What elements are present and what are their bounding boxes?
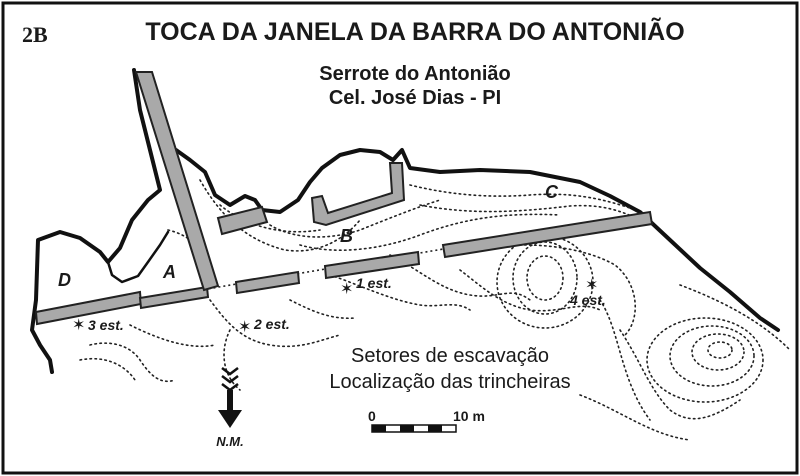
inner-wall xyxy=(106,230,170,284)
chevron-down-icon xyxy=(221,375,239,384)
north-label: N.M. xyxy=(216,434,243,449)
legend-line2: Localização das trincheiras xyxy=(329,371,570,393)
station-4: ✶ 4 est. xyxy=(569,277,606,308)
scale-bar: 0 10 m xyxy=(368,408,485,433)
chevron-down-icon xyxy=(221,367,239,376)
scale-end-label: 10 m xyxy=(453,408,485,424)
legend-line1: Setores de escavação xyxy=(351,345,549,367)
sector-b-label: B xyxy=(340,226,353,246)
station-1: ✶ 1 est. xyxy=(340,275,392,298)
north-arrow: N.M. xyxy=(216,367,244,449)
station-3: ✶ 3 est. xyxy=(72,317,124,334)
sector-a-label: A xyxy=(162,262,176,282)
station-3-label: 3 est. xyxy=(88,317,124,333)
trench-mid-2 xyxy=(323,250,421,280)
station-2-label: 2 est. xyxy=(253,316,290,332)
asterisk-icon: ✶ xyxy=(340,281,353,298)
chevron-down-icon xyxy=(221,383,239,392)
trench-a-main xyxy=(138,285,210,310)
contour-lines xyxy=(79,179,791,441)
sector-d-label: D xyxy=(58,270,71,290)
trench-mid-1 xyxy=(234,270,301,295)
station-1-label: 1 est. xyxy=(356,275,392,291)
trench-c xyxy=(441,210,654,259)
trench-b xyxy=(310,162,406,227)
station-4-label: 4 est. xyxy=(569,292,606,308)
asterisk-icon: ✶ xyxy=(238,319,251,336)
asterisk-icon: ✶ xyxy=(72,317,85,334)
cave-outline xyxy=(30,68,780,374)
arrow-down-icon xyxy=(218,410,242,428)
map-title: TOCA DA JANELA DA BARRA DO ANTONIÃO xyxy=(145,16,684,46)
trench-a-diagonal xyxy=(134,71,220,292)
scale-start-label: 0 xyxy=(368,408,376,424)
asterisk-icon: ✶ xyxy=(585,277,598,294)
sector-c-label: C xyxy=(545,182,559,202)
figure-label: 2B xyxy=(22,22,48,47)
trenches xyxy=(34,71,654,326)
station-2: ✶ 2 est. xyxy=(238,316,290,336)
trench-a-small xyxy=(216,205,269,236)
map-subtitle-line2: Cel. José Dias - PI xyxy=(329,87,501,109)
map-subtitle-line1: Serrote do Antonião xyxy=(319,63,510,85)
